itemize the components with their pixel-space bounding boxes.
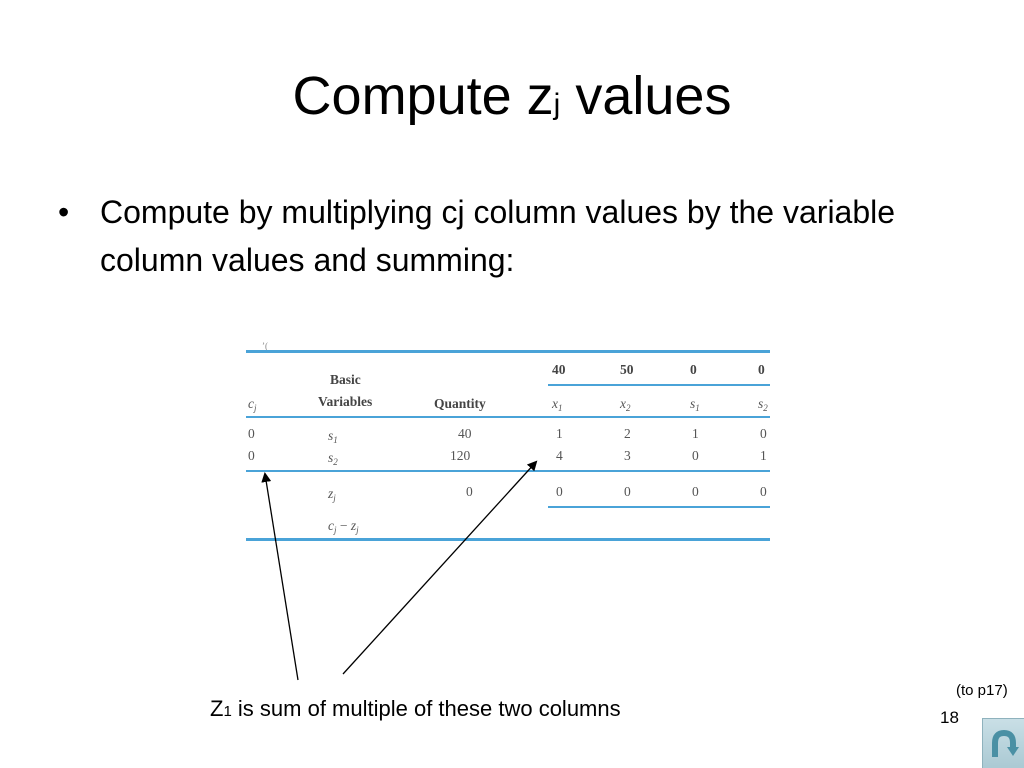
zj-x1: 0 bbox=[556, 484, 563, 499]
table-top-rule bbox=[246, 350, 770, 353]
return-button[interactable] bbox=[982, 718, 1024, 768]
objective-value-s1: 0 bbox=[690, 362, 697, 377]
zj-s1: 0 bbox=[692, 484, 699, 499]
callout-main: Z bbox=[210, 696, 224, 721]
row-s2-x2: 3 bbox=[624, 448, 631, 463]
header-variables: Variables bbox=[318, 394, 373, 409]
table-bottom-rule bbox=[246, 538, 770, 541]
row-s1-s1: 1 bbox=[692, 426, 699, 441]
variable-x1: x1 bbox=[552, 396, 563, 413]
title-subscript: j bbox=[553, 88, 561, 121]
table-fragment: ʼ( bbox=[262, 341, 268, 351]
objective-value-s2: 0 bbox=[758, 362, 765, 377]
u-turn-return-icon bbox=[992, 729, 1019, 757]
row-s2-s1: 0 bbox=[692, 448, 699, 463]
page-number: 18 bbox=[940, 708, 959, 727]
slide-title: Compute zj values bbox=[0, 60, 1024, 141]
callout-text: Z1 is sum of multiple of these two colum… bbox=[210, 694, 621, 727]
header-quantity: Quantity bbox=[434, 396, 486, 411]
row-s1-x2: 2 bbox=[624, 426, 631, 441]
variable-s2: s2 bbox=[758, 396, 768, 413]
cj-header: cj bbox=[248, 396, 257, 413]
row-s1-s2: 0 bbox=[760, 426, 767, 441]
simplex-tableau-figure: ʼ( Basic Variables Quantity cj 40 50 0 0… bbox=[244, 336, 772, 546]
bullet-text: Compute by multiplying cj column values … bbox=[100, 194, 896, 278]
row-s1-basic: s1 bbox=[328, 428, 338, 445]
callout-rest: is sum of multiple of these two columns bbox=[231, 696, 621, 721]
callout-subscript: 1 bbox=[223, 703, 232, 720]
reference-note: (to p17) bbox=[956, 682, 1008, 699]
header-basic: Basic bbox=[330, 372, 361, 387]
zj-rule bbox=[548, 506, 770, 508]
row-s1-quantity: 40 bbox=[458, 426, 472, 441]
zj-quantity: 0 bbox=[466, 484, 473, 499]
row-s1-cj: 0 bbox=[248, 426, 255, 441]
bullet-marker: • bbox=[58, 194, 70, 230]
variable-s1: s1 bbox=[690, 396, 700, 413]
zj-label: zj bbox=[328, 486, 336, 503]
cj-minus-zj-label: cj − zj bbox=[328, 518, 359, 535]
title-main: Compute z bbox=[292, 66, 554, 126]
row-s2-basic: s2 bbox=[328, 450, 338, 467]
row-s2-cj: 0 bbox=[248, 448, 255, 463]
objective-value-x1: 40 bbox=[552, 362, 566, 377]
variable-x2: x2 bbox=[620, 396, 631, 413]
row-s1-x1: 1 bbox=[556, 426, 563, 441]
zj-s2: 0 bbox=[760, 484, 767, 499]
zj-x2: 0 bbox=[624, 484, 631, 499]
header-bottom-rule bbox=[246, 416, 770, 418]
title-rest: values bbox=[560, 66, 732, 126]
body-bottom-rule bbox=[246, 470, 770, 472]
row-s2-x1: 4 bbox=[556, 448, 563, 463]
row-s2-quantity: 120 bbox=[450, 448, 471, 463]
objective-value-x2: 50 bbox=[620, 362, 634, 377]
objective-rule bbox=[548, 384, 770, 386]
row-s2-s2: 1 bbox=[760, 448, 767, 463]
